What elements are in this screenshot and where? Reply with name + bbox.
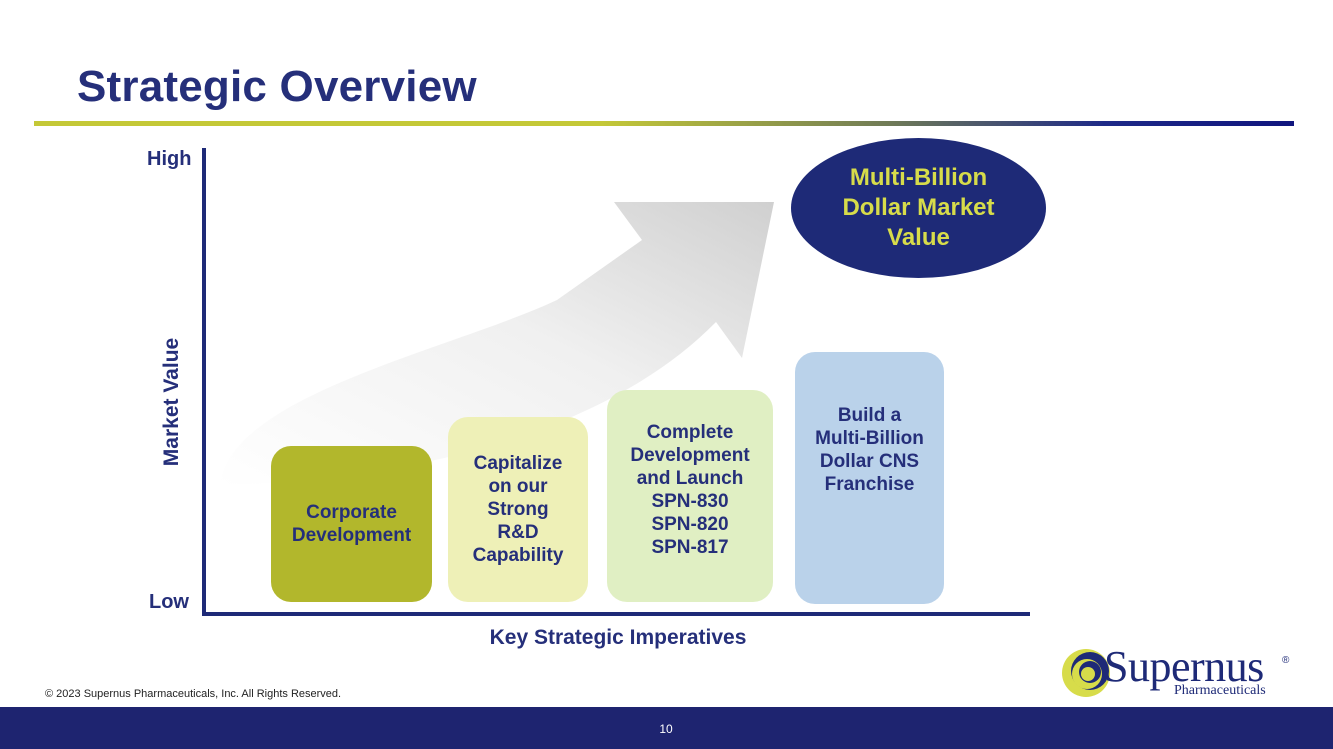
imperative-block-development-launch: Complete Development and Launch SPN-830 … [607, 390, 773, 602]
logo-swirl-icon [1062, 649, 1110, 697]
copyright-notice: © 2023 Supernus Pharmaceuticals, Inc. Al… [45, 688, 342, 700]
title-divider [34, 121, 1294, 126]
imperative-label: Corporate Development [291, 502, 412, 546]
company-logo: Supernus ® Pharmaceuticals [1060, 642, 1300, 705]
logo-subtitle: Pharmaceuticals [1174, 683, 1266, 698]
goal-oval: Multi-Billion Dollar Market Value [791, 138, 1046, 278]
page-number: 10 [659, 722, 673, 736]
footer-bar [0, 707, 1333, 749]
logo-wordmark: Supernus [1104, 642, 1264, 691]
page-title: Strategic Overview [77, 62, 477, 111]
imperative-block-corporate-development: Corporate Development [271, 446, 432, 602]
y-axis-low-label: Low [149, 591, 189, 613]
imperative-block-cns-franchise: Build a Multi-Billion Dollar CNS Franchi… [795, 352, 944, 604]
y-axis-high-label: High [147, 148, 192, 170]
goal-label: Multi-Billion Dollar Market Value [842, 164, 995, 251]
imperative-label: Build a Multi-Billion Dollar CNS Franchi… [815, 405, 924, 495]
curved-growth-arrow-icon [220, 202, 774, 485]
x-axis-title: Key Strategic Imperatives [489, 626, 747, 649]
logo-registered-mark: ® [1282, 655, 1290, 666]
imperative-label: Complete Development and Launch SPN-830 … [630, 422, 750, 558]
imperative-label: Capitalize on our Strong R&D Capability [472, 453, 564, 566]
imperative-block-rd-capability: Capitalize on our Strong R&D Capability [448, 417, 588, 602]
y-axis-title: Market Value [160, 337, 183, 467]
